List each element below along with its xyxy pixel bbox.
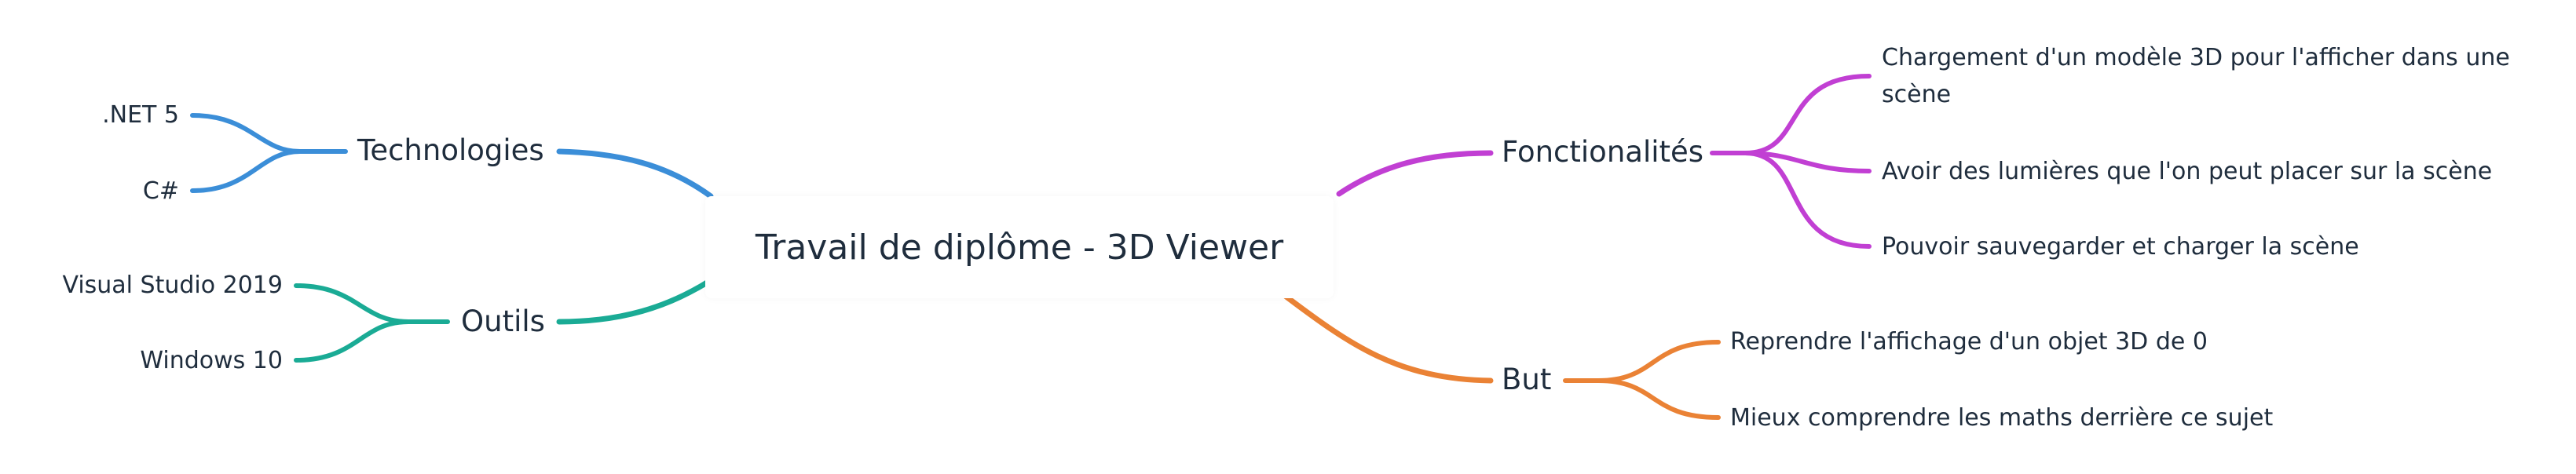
connector-sauvegarder: [1743, 151, 1872, 249]
connector-reprendre: [1563, 340, 1721, 383]
subtopic-reprendre[interactable]: Reprendre l'affichage d'un objet 3D de 0: [1730, 328, 2208, 356]
central-topic-label: Travail de diplôme - 3D Viewer: [755, 227, 1284, 268]
subtopic-csharp[interactable]: C#: [142, 177, 179, 205]
connector-technologies: [556, 148, 714, 199]
topic-but[interactable]: But: [1502, 363, 1551, 396]
connector-windows: [294, 319, 411, 363]
topic-fonctionalites[interactable]: Fonctionalités: [1502, 135, 1703, 169]
topic-fonctionalites-label: Fonctionalités: [1502, 135, 1704, 169]
topic-technologies-label: Technologies: [357, 133, 544, 167]
connector-visual-studio: [294, 283, 450, 324]
subtopic-windows[interactable]: Windows 10: [140, 347, 283, 374]
topic-outils[interactable]: Outils: [461, 304, 545, 338]
subtopic-chargement[interactable]: Chargement d'un modèle 3D pour l'affiche…: [1882, 44, 2510, 108]
connector-chargement: [1710, 74, 1872, 155]
connector-fonctionalites: [1336, 150, 1494, 197]
central-topic[interactable]: Travail de diplôme - 3D Viewer: [705, 196, 1334, 298]
subtopic-sauvegarder[interactable]: Pouvoir sauvegarder et charger la scène: [1882, 233, 2359, 261]
topic-but-label: But: [1502, 363, 1552, 396]
subtopic-maths[interactable]: Mieux comprendre les maths derrière ce s…: [1730, 404, 2274, 432]
topic-technologies[interactable]: Technologies: [357, 133, 544, 167]
connector-outils: [556, 277, 714, 325]
connector-net5: [190, 113, 348, 154]
connector-csharp: [190, 149, 302, 193]
subtopic-visual-studio[interactable]: Visual Studio 2019: [62, 272, 283, 299]
connector-but: [1281, 292, 1494, 384]
subtopic-lumieres[interactable]: Avoir des lumières que l'on peut placer …: [1882, 158, 2493, 185]
connector-maths: [1596, 378, 1721, 420]
subtopic-net5[interactable]: .NET 5: [102, 101, 179, 129]
topic-outils-label: Outils: [461, 304, 545, 338]
